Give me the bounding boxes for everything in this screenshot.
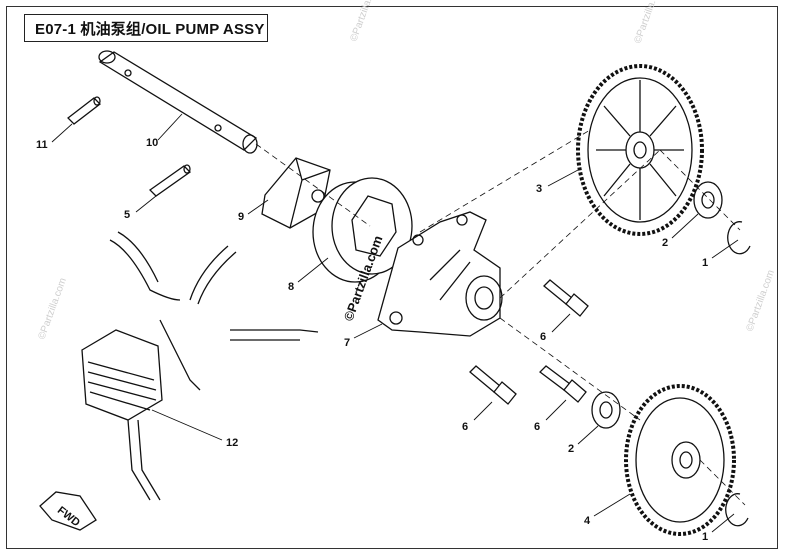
part-3-gear-upper	[576, 64, 704, 236]
callout-3: 3	[536, 183, 542, 195]
page-title: E07-1 机油泵组/OIL PUMP ASSY	[35, 20, 265, 38]
part-11-pin	[67, 96, 101, 125]
callout-9: 9	[238, 211, 244, 223]
assembly-lines	[255, 129, 746, 506]
leader-lines	[51, 113, 739, 533]
callout-1-lower: 1	[702, 531, 708, 543]
callout-8: 8	[288, 281, 294, 293]
callout-6-upper: 6	[540, 331, 546, 343]
callout-7: 7	[344, 337, 350, 349]
callout-6-lower-left: 6	[462, 421, 468, 433]
watermark-faint-right: ©Partzilla.com	[744, 269, 776, 333]
callout-12: 12	[226, 437, 238, 449]
part-8-outer-rotor	[312, 177, 413, 283]
callout-labels: 11 10 5 9 8 7 6 6 6 3 2 1 2 1 4 12	[36, 137, 708, 543]
part-5-pin	[148, 164, 192, 197]
part-4-gear-lower	[624, 384, 736, 536]
part-6-bolt-lower-left	[469, 365, 517, 405]
fwd-arrow-icon	[39, 491, 97, 531]
part-10-shaft	[98, 50, 258, 154]
part-7-pump-body	[377, 211, 503, 337]
callout-10: 10	[146, 137, 158, 149]
part-6-bolt-upper	[543, 279, 589, 317]
callout-6-lower-right: 6	[534, 421, 540, 433]
part-2-washer-upper	[693, 181, 723, 219]
part-1-circlip-upper	[727, 221, 751, 255]
watermark-faint-left: ©Partzilla.com	[36, 277, 68, 341]
callout-1-upper: 1	[702, 257, 708, 269]
part-9-inner-rotor	[261, 157, 331, 229]
drawing-frame	[6, 6, 778, 549]
title-box: E07-1 机油泵组/OIL PUMP ASSY	[24, 14, 268, 42]
watermark-faint-top-center: ©Partzilla.com	[348, 0, 380, 43]
watermark-faint-top-right: ©Partzilla.com	[632, 0, 664, 45]
callout-5: 5	[124, 209, 130, 221]
part-2-washer-lower	[591, 391, 621, 429]
part-1-circlip-lower	[725, 493, 749, 527]
callout-2-upper: 2	[662, 237, 668, 249]
callout-4: 4	[584, 515, 591, 527]
callout-11: 11	[36, 139, 48, 151]
part-6-bolt-lower-right	[539, 365, 587, 403]
part-12-oil-cooler	[81, 231, 319, 501]
callout-2-lower: 2	[568, 443, 574, 455]
